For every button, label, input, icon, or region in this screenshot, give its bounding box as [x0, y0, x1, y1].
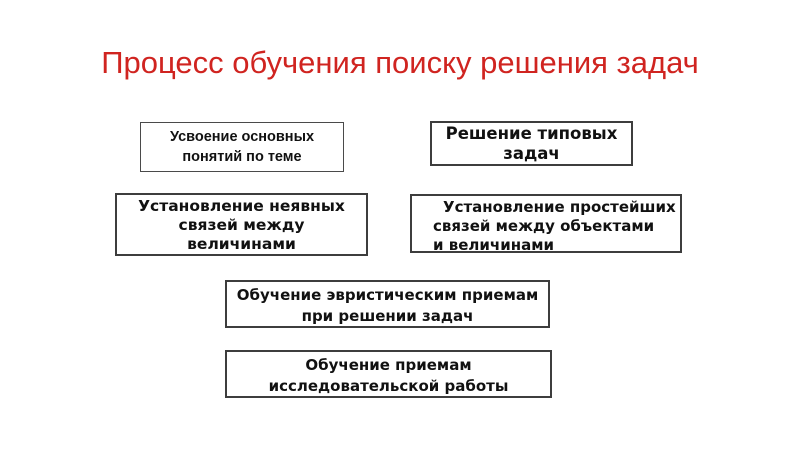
- box-line: при решении задач: [301, 307, 474, 325]
- process-box-issledovatelskaya-rabota: Обучение приемам исследовательской работ…: [225, 350, 552, 398]
- box-line: Обучение приемам: [305, 356, 472, 374]
- box-line: связей между объектами: [433, 217, 655, 235]
- box-line: величинами: [187, 235, 296, 253]
- box-line: и величинами: [433, 236, 554, 254]
- box-line: Решение типовых: [445, 124, 618, 143]
- box-line: Установление простейших: [443, 198, 676, 216]
- process-box-evristicheskie-priemy: Обучение эвристическим приемам при решен…: [225, 280, 550, 328]
- box-line: Усвоение основных: [169, 129, 315, 145]
- box-line: Обучение эвристическим приемам: [236, 286, 539, 304]
- process-box-usvoenie-ponyatiy: Усвоение основных понятий по теме: [140, 122, 344, 172]
- box-line: задач: [503, 144, 560, 163]
- box-line: исследовательской работы: [268, 377, 509, 395]
- box-line: Установление неявных: [138, 197, 345, 215]
- process-box-neyavnye-svyazi: Установление неявных связей между величи…: [115, 193, 368, 256]
- box-line: связей между: [178, 216, 305, 234]
- process-box-reshenie-tipovyh-zadach: Решение типовых задач: [430, 121, 633, 166]
- box-line: понятий по теме: [182, 149, 302, 165]
- process-box-prosteyshie-svyazi: Установление простейших связей между объ…: [410, 194, 682, 254]
- slide-title: Процесс обучения поиску решения задач: [101, 45, 699, 80]
